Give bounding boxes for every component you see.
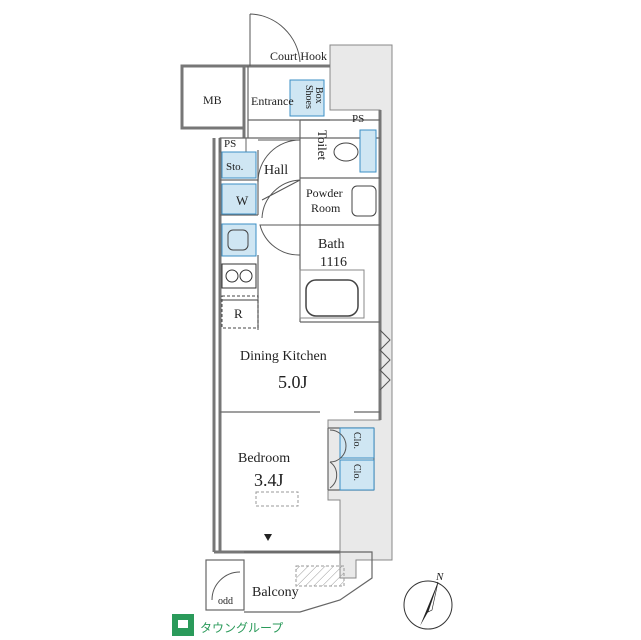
down-arrow-icon: [264, 534, 272, 541]
label-court-hook: Court Hook: [270, 49, 327, 63]
label-dining-kitchen: Dining Kitchen: [240, 349, 327, 364]
north-compass-icon: [403, 580, 453, 630]
hall-door: [257, 139, 301, 183]
sink-bowl: [227, 229, 249, 251]
label-toilet: Toilet: [315, 130, 330, 161]
label-entrance: Entrance: [251, 94, 294, 108]
stove-icon: [221, 263, 257, 289]
label-bath-size: 1116: [320, 255, 347, 270]
washer-box: [221, 183, 257, 215]
balcony-door: [211, 571, 241, 601]
bath-door: [259, 224, 301, 256]
label-closet-1: Clo.: [351, 432, 362, 449]
toilet-tank: [359, 129, 377, 173]
windows-right: [379, 329, 391, 391]
bathtub: [305, 279, 359, 317]
closet-door: [329, 429, 347, 463]
refrigerator-space: [221, 295, 259, 329]
label-mb: MB: [203, 93, 222, 107]
closet-lower: [339, 459, 375, 491]
label-refrigerator: R: [234, 306, 243, 321]
shoes-box: [289, 79, 325, 117]
label-shoes-box-1: Shoes: [303, 85, 314, 109]
label-powder-room-2: Room: [311, 201, 341, 215]
label-company-name: タウングループ: [200, 621, 283, 635]
entrance-door: [249, 13, 301, 66]
kitchen-sink: [221, 223, 257, 257]
label-powder-room-1: Powder: [306, 186, 343, 200]
label-balcony: Balcony: [252, 585, 299, 600]
label-bath: Bath: [318, 237, 344, 252]
label-closet-2: Clo.: [351, 464, 362, 481]
bath-outline: [299, 269, 365, 319]
label-odd: odd: [218, 596, 233, 607]
label-storage: Sto.: [226, 161, 244, 173]
powder-basin: [351, 185, 377, 217]
label-ps-right: PS: [352, 113, 364, 125]
closet-door-2: [329, 461, 338, 489]
label-dining-kitchen-size: 5.0J: [278, 372, 308, 392]
door-swings: [211, 13, 347, 601]
label-hall: Hall: [264, 163, 288, 178]
bedroom-dashed-box: [255, 491, 299, 507]
storage-box: [221, 151, 257, 179]
label-north: N: [435, 571, 444, 583]
toilet-bowl: [333, 142, 359, 162]
label-washer: W: [236, 193, 249, 208]
fixtures: [221, 79, 377, 491]
powder-door: [261, 179, 301, 219]
label-shoes-box-2: Box: [313, 87, 324, 104]
company-logo-mark: [178, 620, 188, 628]
balcony-hatch: [295, 565, 345, 587]
label-bedroom: Bedroom: [238, 451, 290, 466]
label-bedroom-size: 3.4J: [254, 470, 284, 490]
label-ps-left: PS: [224, 138, 236, 150]
